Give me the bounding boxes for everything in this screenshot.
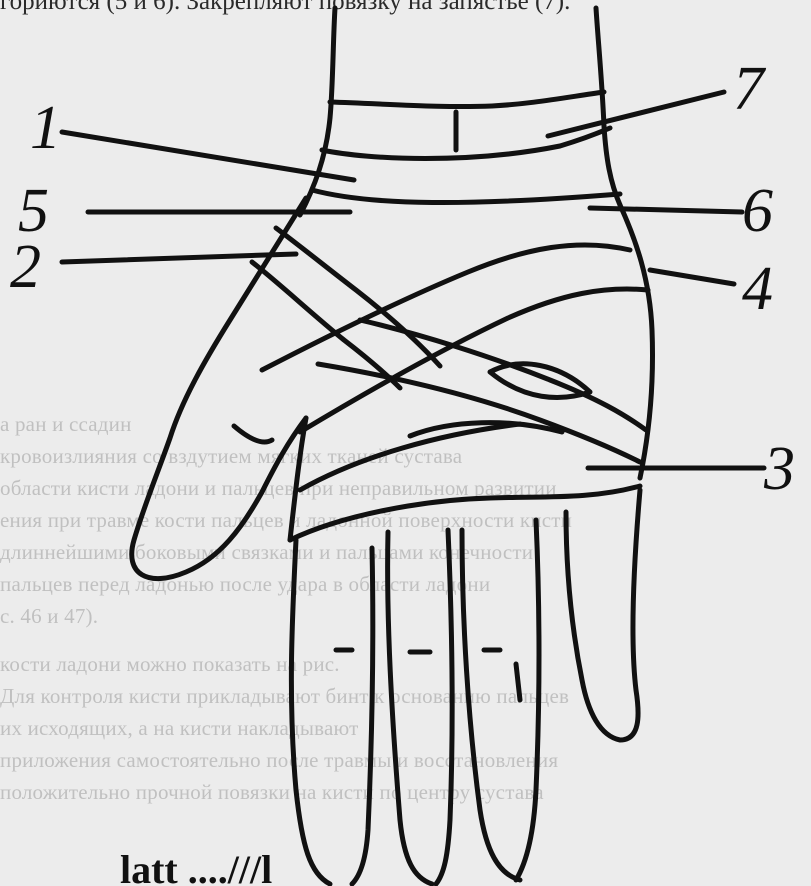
thumb-inner bbox=[234, 426, 272, 442]
finger-crease-dash bbox=[516, 664, 520, 700]
bandage-cross-band-b bbox=[300, 289, 648, 432]
label-1: 1 bbox=[30, 97, 61, 159]
label-3: 3 bbox=[764, 438, 795, 500]
bandage-cross-band-d bbox=[318, 364, 640, 462]
index-finger-right bbox=[352, 548, 373, 884]
bottom-text-fragment: latt ....///l bbox=[120, 846, 272, 886]
label-7: 7 bbox=[733, 58, 764, 120]
bandage-turn-wrist-3 bbox=[312, 190, 620, 203]
wrist-right-edge bbox=[596, 8, 620, 205]
bandage-turn-7-upper bbox=[330, 92, 604, 107]
middle-finger bbox=[388, 532, 432, 884]
label-4: 4 bbox=[742, 258, 773, 320]
callout-line-4 bbox=[650, 270, 734, 284]
label-6: 6 bbox=[742, 180, 773, 242]
palm-right-edge bbox=[620, 205, 653, 478]
wrist-left-edge bbox=[300, 8, 335, 215]
little-finger bbox=[566, 490, 640, 740]
callout-line-1 bbox=[62, 132, 354, 180]
index-finger bbox=[291, 540, 330, 884]
knuckle-band bbox=[290, 486, 640, 540]
callout-line-6 bbox=[590, 208, 742, 212]
label-2: 2 bbox=[10, 236, 41, 298]
ring-finger bbox=[462, 530, 520, 880]
callout-line-2 bbox=[62, 254, 296, 262]
middle-finger-right bbox=[436, 530, 452, 884]
